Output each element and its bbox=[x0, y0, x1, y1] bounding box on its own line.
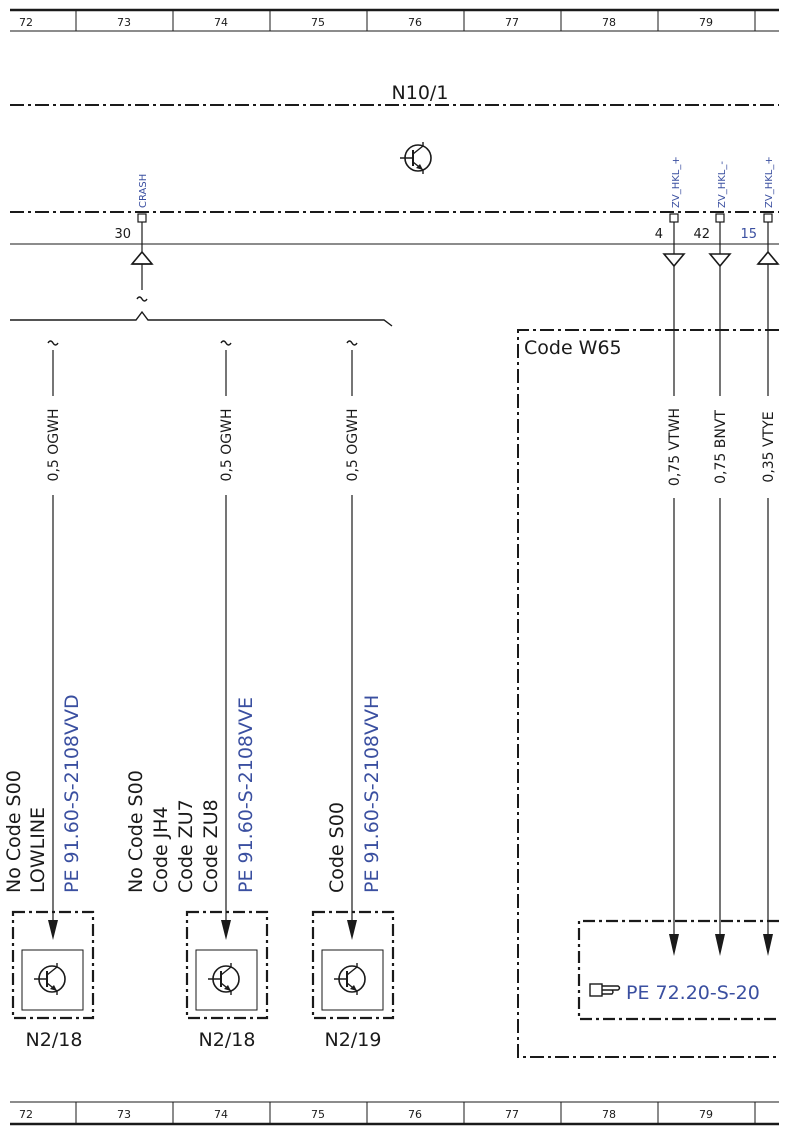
pin-zv-hkl-plus-4: ZV_HKL_+ 4 bbox=[655, 156, 686, 268]
code-block-2: No Code S00 Code JH4 Code ZU7 Code ZU8 P… bbox=[125, 697, 257, 893]
ruler-col-78: 78 bbox=[602, 16, 616, 29]
code-w65-box: Code W65 bbox=[517, 329, 779, 1058]
wire-4: 0,75 VTWH bbox=[667, 266, 683, 956]
transistor-icon bbox=[400, 142, 432, 174]
top-ruler: 72 73 74 75 76 77 78 79 bbox=[10, 8, 779, 32]
pin-zv-hkl-plus-15: ZV_HKL_+ 15 bbox=[740, 156, 780, 265]
component-label-3: N2/19 bbox=[325, 1029, 382, 1051]
ruler-bottom-col-72: 72 bbox=[19, 1108, 33, 1121]
code-1-line-1: No Code S00 bbox=[3, 770, 25, 893]
code-3-line-1: Code S00 bbox=[326, 802, 348, 893]
code-2-line-2: Code JH4 bbox=[150, 806, 172, 893]
ruler-col-76: 76 bbox=[408, 16, 422, 29]
code-3-ref: PE 91.60-S-2108VVH bbox=[361, 695, 383, 893]
pin-label-zv3: ZV_HKL_+ bbox=[764, 156, 775, 208]
code-w65-label: Code W65 bbox=[524, 337, 622, 359]
ruler-bottom-col-78: 78 bbox=[602, 1108, 616, 1121]
pin-label-zv1: ZV_HKL_+ bbox=[671, 156, 682, 208]
ruler-bottom-col-76: 76 bbox=[408, 1108, 422, 1121]
ruler-col-79: 79 bbox=[699, 16, 713, 29]
pin-number-4: 4 bbox=[655, 227, 663, 242]
ruler-col-75: 75 bbox=[311, 16, 325, 29]
code-1-line-2: LOWLINE bbox=[27, 807, 49, 893]
wire-3: 0,5 OGWH bbox=[345, 340, 361, 940]
reference-link[interactable]: PE 72.20-S-20 bbox=[626, 982, 760, 1004]
ruler-col-72: 72 bbox=[19, 16, 33, 29]
wire-5: 0,75 BNVT bbox=[713, 266, 729, 956]
code-2-ref: PE 91.60-S-2108VVE bbox=[235, 697, 257, 893]
module-n10-1: N10/1 bbox=[10, 82, 779, 213]
wire-label-6: 0,35 VTYE bbox=[761, 411, 777, 482]
reference-box[interactable]: PE 72.20-S-20 bbox=[577, 919, 779, 1021]
wire-label-4: 0,75 VTWH bbox=[667, 408, 683, 486]
transistor-icon bbox=[208, 963, 240, 995]
pointing-hand-icon bbox=[589, 983, 621, 997]
ruler-bottom-col-73: 73 bbox=[117, 1108, 131, 1121]
module-name: N10/1 bbox=[392, 82, 449, 104]
wire-label-3: 0,5 OGWH bbox=[345, 409, 361, 482]
component-n2-19: N2/19 bbox=[311, 910, 395, 1051]
code-1-ref: PE 91.60-S-2108VVD bbox=[61, 694, 83, 893]
pin-label-crash: CRASH bbox=[138, 174, 149, 208]
ruler-bottom-col-77: 77 bbox=[505, 1108, 519, 1121]
transistor-icon bbox=[34, 963, 66, 995]
ruler-bottom-col-75: 75 bbox=[311, 1108, 325, 1121]
code-2-line-1: No Code S00 bbox=[125, 770, 147, 893]
ruler-bottom-col-79: 79 bbox=[699, 1108, 713, 1121]
ruler-col-74: 74 bbox=[214, 16, 228, 29]
pin-crash: CRASH 30 bbox=[10, 174, 393, 327]
code-2-line-4: Code ZU8 bbox=[200, 799, 222, 893]
wire-label-1: 0,5 OGWH bbox=[46, 409, 62, 482]
transistor-icon bbox=[334, 963, 366, 995]
ruler-col-73: 73 bbox=[117, 16, 131, 29]
wire-1: 0,5 OGWH bbox=[46, 340, 62, 940]
component-n2-18-b: N2/18 bbox=[185, 910, 269, 1051]
ruler-bottom-col-74: 74 bbox=[214, 1108, 228, 1121]
bottom-ruler: 72 73 74 75 76 77 78 79 bbox=[10, 1101, 779, 1126]
pin-zv-hkl-minus-42: ZV_HKL_- 42 bbox=[693, 161, 732, 268]
component-n2-18-a: N2/18 bbox=[11, 910, 95, 1051]
code-block-3: Code S00 PE 91.60-S-2108VVH bbox=[326, 695, 383, 893]
ruler-col-77: 77 bbox=[505, 16, 519, 29]
wire-2: 0,5 OGWH bbox=[219, 340, 235, 940]
pin-number-42: 42 bbox=[693, 227, 710, 242]
component-label-1: N2/18 bbox=[26, 1029, 83, 1051]
component-label-2: N2/18 bbox=[199, 1029, 256, 1051]
wire-label-2: 0,5 OGWH bbox=[219, 409, 235, 482]
code-block-1: No Code S00 LOWLINE PE 91.60-S-2108VVD bbox=[3, 694, 83, 893]
pin-number-30: 30 bbox=[114, 227, 131, 242]
wire-label-5: 0,75 BNVT bbox=[713, 410, 729, 484]
wire-6: 0,35 VTYE bbox=[761, 264, 777, 956]
pin-label-zv2: ZV_HKL_- bbox=[717, 161, 728, 208]
code-2-line-3: Code ZU7 bbox=[175, 799, 197, 893]
pin-number-15: 15 bbox=[740, 227, 757, 242]
